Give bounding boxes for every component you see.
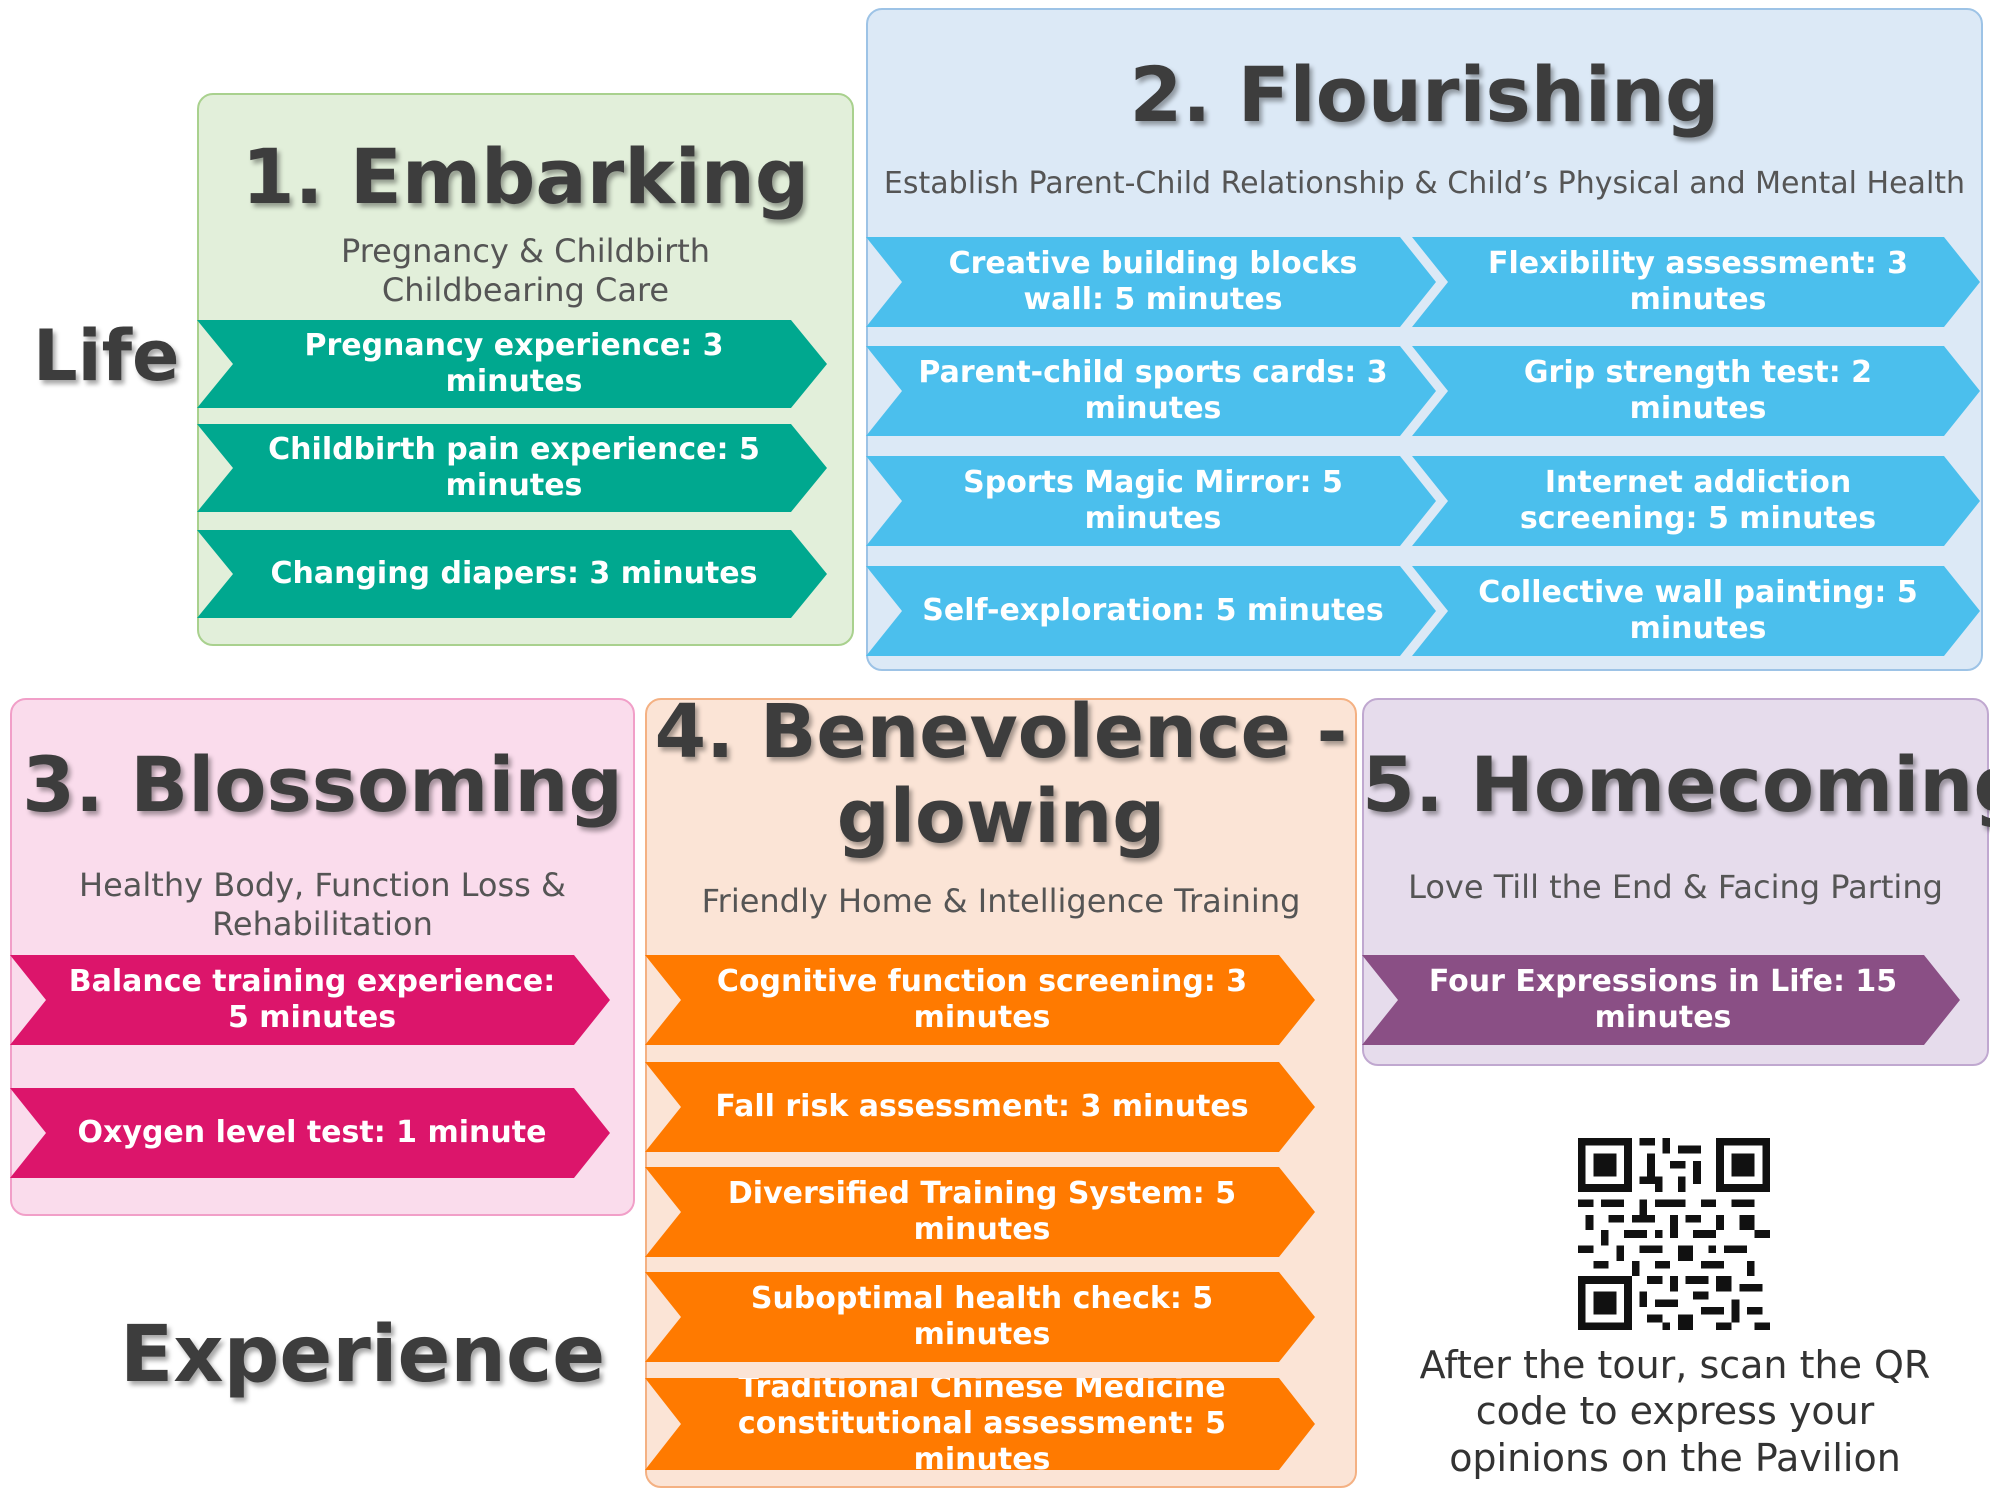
flourishing-panel xyxy=(866,8,1983,671)
embarking-subtitle-line-2: Childbearing Care xyxy=(381,271,670,310)
embarking-item: Changing diapers: 3 minutes xyxy=(197,530,827,618)
experience-label: Experience xyxy=(120,1310,606,1400)
embarking-subtitle: Pregnancy & Childbirth Childbearing Care xyxy=(197,232,854,310)
blossoming-subtitle-line-1: Healthy Body, Function Loss & xyxy=(79,866,566,904)
benevolence-title-line-1: 4. Benevolence - xyxy=(654,689,1348,775)
benevolence-item: Cognitive function screening: 3 minutes xyxy=(645,955,1315,1045)
homecoming-title: 5. Homecoming xyxy=(1362,740,1990,829)
blossoming-title: 3. Blossoming xyxy=(22,740,623,829)
qr-caption-line-3: opinions on the Pavilion xyxy=(1449,1435,1901,1480)
benevolence-title: 4. Benevolence - glowing xyxy=(645,689,1357,861)
blossoming-item: Oxygen level test: 1 minute xyxy=(10,1088,610,1178)
homecoming-item: Four Expressions in Life: 15 minutes xyxy=(1362,955,1960,1045)
embarking-item: Childbirth pain experience: 5 minutes xyxy=(197,424,827,512)
benevolence-item: Diversified Training System: 5 minutes xyxy=(645,1167,1315,1257)
benevolence-item: Suboptimal health check: 5 minutes xyxy=(645,1272,1315,1362)
benevolence-item: Traditional Chinese Medicine constitutio… xyxy=(645,1378,1315,1470)
embarking-subtitle-line-1: Pregnancy & Childbirth xyxy=(340,232,711,270)
flourishing-item: Collective wall painting: 5 minutes xyxy=(1412,566,1980,656)
qr-caption-line-2: code to express your xyxy=(1475,1389,1875,1434)
flourishing-item: Parent-child sports cards: 3 minutes xyxy=(866,346,1436,436)
benevolence-subtitle: Friendly Home & Intelligence Training xyxy=(701,882,1301,920)
homecoming-subtitle: Love Till the End & Facing Parting xyxy=(1408,868,1943,906)
flourishing-item: Internet addiction screening: 5 minutes xyxy=(1412,456,1980,546)
flourishing-title: 2. Flourishing xyxy=(1129,50,1720,139)
qr-code-icon[interactable] xyxy=(1578,1138,1770,1330)
blossoming-item: Balance training experience: 5 minutes xyxy=(10,955,610,1045)
flourishing-item: Creative building blocks wall: 5 minutes xyxy=(866,237,1436,327)
benevolence-item: Fall risk assessment: 3 minutes xyxy=(645,1062,1315,1152)
blossoming-subtitle: Healthy Body, Function Loss & Rehabilita… xyxy=(10,866,635,944)
qr-caption: After the tour, scan the QR code to expr… xyxy=(1392,1342,1958,1481)
benevolence-title-line-2: glowing xyxy=(836,774,1166,861)
flourishing-subtitle: Establish Parent-Child Relationship & Ch… xyxy=(883,166,1966,201)
life-label: Life xyxy=(33,315,180,397)
flourishing-item: Self-exploration: 5 minutes xyxy=(866,566,1436,656)
blossoming-subtitle-line-2: Rehabilitation xyxy=(212,905,433,944)
flourishing-item: Grip strength test: 2 minutes xyxy=(1412,346,1980,436)
flourishing-item: Sports Magic Mirror: 5 minutes xyxy=(866,456,1436,546)
flourishing-item: Flexibility assessment: 3 minutes xyxy=(1412,237,1980,327)
qr-caption-line-1: After the tour, scan the QR xyxy=(1419,1343,1931,1387)
embarking-title: 1. Embarking xyxy=(241,132,810,221)
embarking-item: Pregnancy experience: 3 minutes xyxy=(197,320,827,408)
